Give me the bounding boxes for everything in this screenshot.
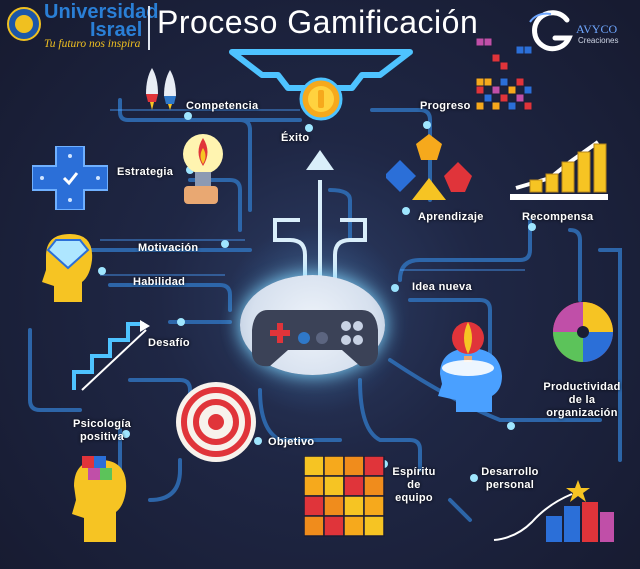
coins-chart-icon: [510, 140, 608, 200]
shapes-icon: [386, 134, 472, 200]
label-objetivo: Objetivo: [268, 436, 315, 448]
gavyco-logo-icon: [529, 10, 573, 52]
controller-icon: [252, 310, 378, 367]
label-progreso: Progreso: [420, 100, 471, 112]
label-competencia: Competencia: [186, 100, 259, 112]
diamond-head-icon: [42, 234, 93, 302]
puzzle-icon: [304, 456, 385, 537]
label-habilidad: Habilidad: [133, 276, 186, 288]
dpad-icon: [32, 146, 108, 210]
brand-name: AVYCO: [576, 22, 618, 36]
blocks-head-icon: [72, 456, 127, 542]
label-desafio: Desafío: [148, 337, 190, 349]
coin-wings-icon: [299, 77, 343, 121]
label-productividad: Productividad de la organización: [543, 381, 621, 419]
balloon-head-icon: [438, 322, 502, 412]
label-espiritu-de-equipo: Espíritu de equipo: [392, 466, 436, 504]
target-icon: [176, 382, 256, 462]
label-desarrollo-personal: Desarrollo personal: [481, 466, 539, 491]
label-estrategia: Estrategia: [117, 166, 174, 178]
tetris-icon: [476, 38, 532, 111]
label-recompensa: Recompensa: [522, 211, 594, 223]
university-slogan: Tu futuro nos inspira: [44, 38, 141, 50]
wheel-icon: [553, 302, 613, 362]
university-name: Universidad Israel: [44, 1, 159, 41]
header-divider: [148, 6, 150, 50]
brand-subtitle: Creaciones: [578, 36, 619, 45]
label-psicologia-positiva: Psicología positiva: [72, 418, 132, 443]
rocket-icon: [146, 68, 176, 110]
header: Universidad Israel Tu futuro nos inspira…: [0, 0, 640, 56]
label-idea-nueva: Idea nueva: [412, 281, 472, 293]
university-seal-icon: [7, 7, 41, 41]
label-exito: Éxito: [281, 132, 310, 144]
steps-star-icon: [493, 480, 614, 542]
label-motivacion: Motivación: [138, 242, 199, 254]
page-title: Proceso Gamificación: [157, 4, 479, 40]
label-aprendizaje: Aprendizaje: [418, 211, 484, 223]
stairs-icon: [72, 320, 150, 391]
torch-icon: [183, 134, 223, 204]
